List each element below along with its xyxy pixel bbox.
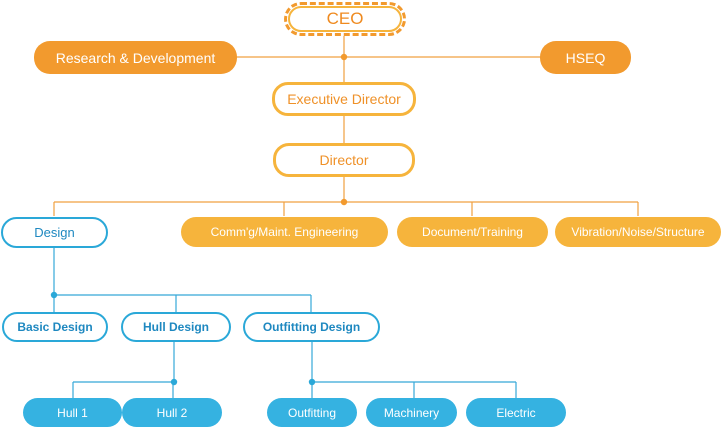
machinery-label: Machinery (383, 405, 440, 420)
hull2-label: Hull 2 (156, 405, 188, 420)
junction-dot-ceo (340, 53, 348, 61)
document-training-label: Document/Training (422, 225, 523, 239)
hseq-label: HSEQ (565, 49, 606, 66)
hull2-node[interactable]: Hull 2 (122, 398, 222, 427)
research-development-node[interactable]: Research & Development (34, 41, 237, 74)
ceo-label: CEO (326, 9, 364, 28)
outfitting-node[interactable]: Outfitting (267, 398, 357, 427)
director-node[interactable]: Director (273, 143, 415, 177)
outfitting-label: Outfitting (287, 405, 337, 420)
junction-dot-outfitting (308, 378, 316, 386)
ceo-node[interactable]: CEO (284, 2, 406, 36)
vibration-noise-structure-label: Vibration/Noise/Structure (571, 225, 705, 239)
document-training-node[interactable]: Document/Training (397, 217, 548, 247)
machinery-node[interactable]: Machinery (366, 398, 457, 427)
junction-dot-director (340, 198, 348, 206)
design-label: Design (34, 225, 75, 240)
design-node[interactable]: Design (1, 217, 108, 248)
electric-node[interactable]: Electric (466, 398, 566, 427)
director-label: Director (319, 152, 369, 168)
junction-dot-design (50, 291, 58, 299)
hull-design-node[interactable]: Hull Design (121, 312, 231, 342)
executive-director-label: Executive Director (287, 91, 401, 107)
vibration-noise-structure-node[interactable]: Vibration/Noise/Structure (555, 217, 721, 247)
electric-label: Electric (496, 405, 536, 420)
executive-director-node[interactable]: Executive Director (272, 82, 416, 116)
basic-design-node[interactable]: Basic Design (2, 312, 108, 342)
outfitting-design-node[interactable]: Outfitting Design (243, 312, 380, 342)
junction-dot-hull (170, 378, 178, 386)
hull1-label: Hull 1 (57, 405, 88, 420)
research-development-label: Research & Development (55, 49, 216, 66)
hull-design-label: Hull Design (142, 320, 209, 334)
hull1-node[interactable]: Hull 1 (23, 398, 122, 427)
outfitting-design-label: Outfitting Design (262, 320, 361, 334)
basic-design-label: Basic Design (17, 320, 93, 334)
hseq-node[interactable]: HSEQ (540, 41, 631, 74)
commissioning-node[interactable]: Comm'g/Maint. Engineering (181, 217, 388, 247)
commissioning-label: Comm'g/Maint. Engineering (210, 225, 359, 239)
